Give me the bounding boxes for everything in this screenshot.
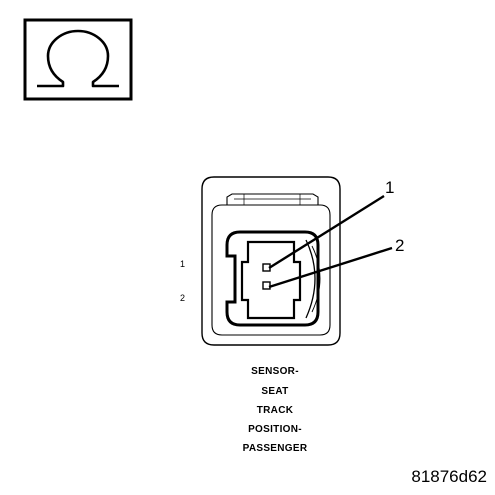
- terminal-2: [262, 281, 271, 290]
- connector-body: [201, 176, 341, 346]
- callout-label-2: 2: [395, 236, 405, 255]
- callout-lines: [268, 194, 393, 289]
- callout-label-1: 1: [385, 178, 395, 197]
- pin-label-2: 2: [180, 293, 186, 303]
- pin-label-1: 1: [180, 259, 186, 269]
- caption-line-2: SEAT: [261, 386, 289, 397]
- callout-line-2: [268, 246, 393, 289]
- caption-line-5: PASSENGER: [242, 443, 308, 454]
- caption-line-1: SENSOR-: [251, 366, 299, 377]
- figure-id: 81876d62: [411, 467, 487, 486]
- callout-line-1: [268, 194, 385, 270]
- omega-symbol-icon: [23, 18, 133, 101]
- caption-line-4: POSITION-: [248, 424, 302, 435]
- caption-line-3: TRACK: [256, 405, 294, 416]
